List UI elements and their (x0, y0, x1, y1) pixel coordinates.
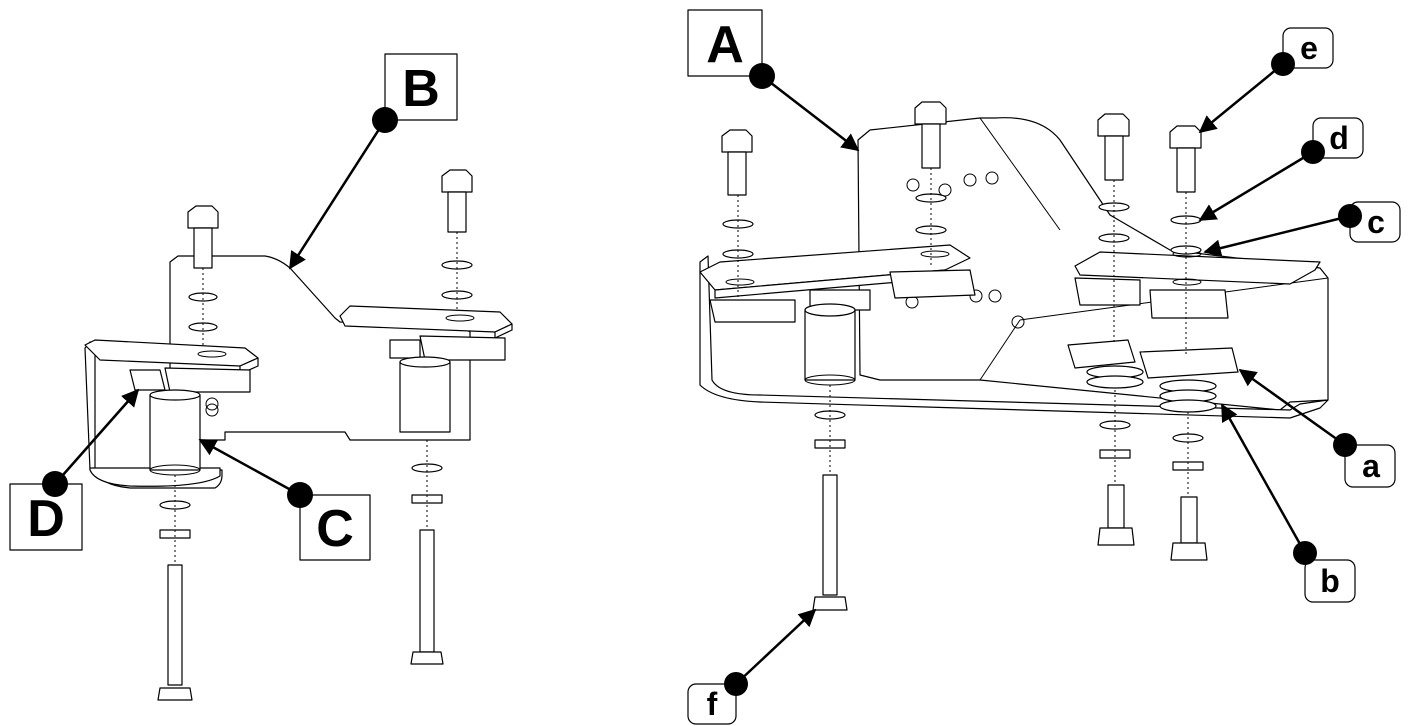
callout-c-small: c (1203, 201, 1401, 257)
callout-c: C (198, 438, 371, 561)
callout-d-label: D (27, 490, 65, 548)
callout-c-small-label: c (1367, 204, 1385, 240)
callout-f-label: f (707, 686, 718, 722)
bracket-assembly-a (699, 101, 1329, 611)
callout-b-small-label: b (1320, 563, 1340, 599)
bracket-assembly-b (84, 169, 513, 701)
callout-c-label: C (316, 500, 354, 558)
tray-a (699, 255, 1329, 419)
callout-b-small: b (1220, 403, 1356, 603)
callout-a-small: a (1238, 368, 1396, 488)
callout-a-big-label: A (706, 16, 744, 74)
callout-e: e (1198, 27, 1334, 134)
callout-a-small-label: a (1362, 448, 1380, 484)
callout-b: B (288, 53, 458, 270)
callout-b-label: B (402, 60, 440, 118)
callout-d: D (9, 388, 140, 551)
callout-d-small-label: d (1329, 120, 1349, 156)
callout-f: f (687, 608, 817, 725)
callout-e-label: e (1300, 30, 1318, 66)
callout-d-small: d (1198, 117, 1364, 222)
plate-right-a (1074, 251, 1321, 285)
callout-a-big: A (687, 9, 860, 152)
